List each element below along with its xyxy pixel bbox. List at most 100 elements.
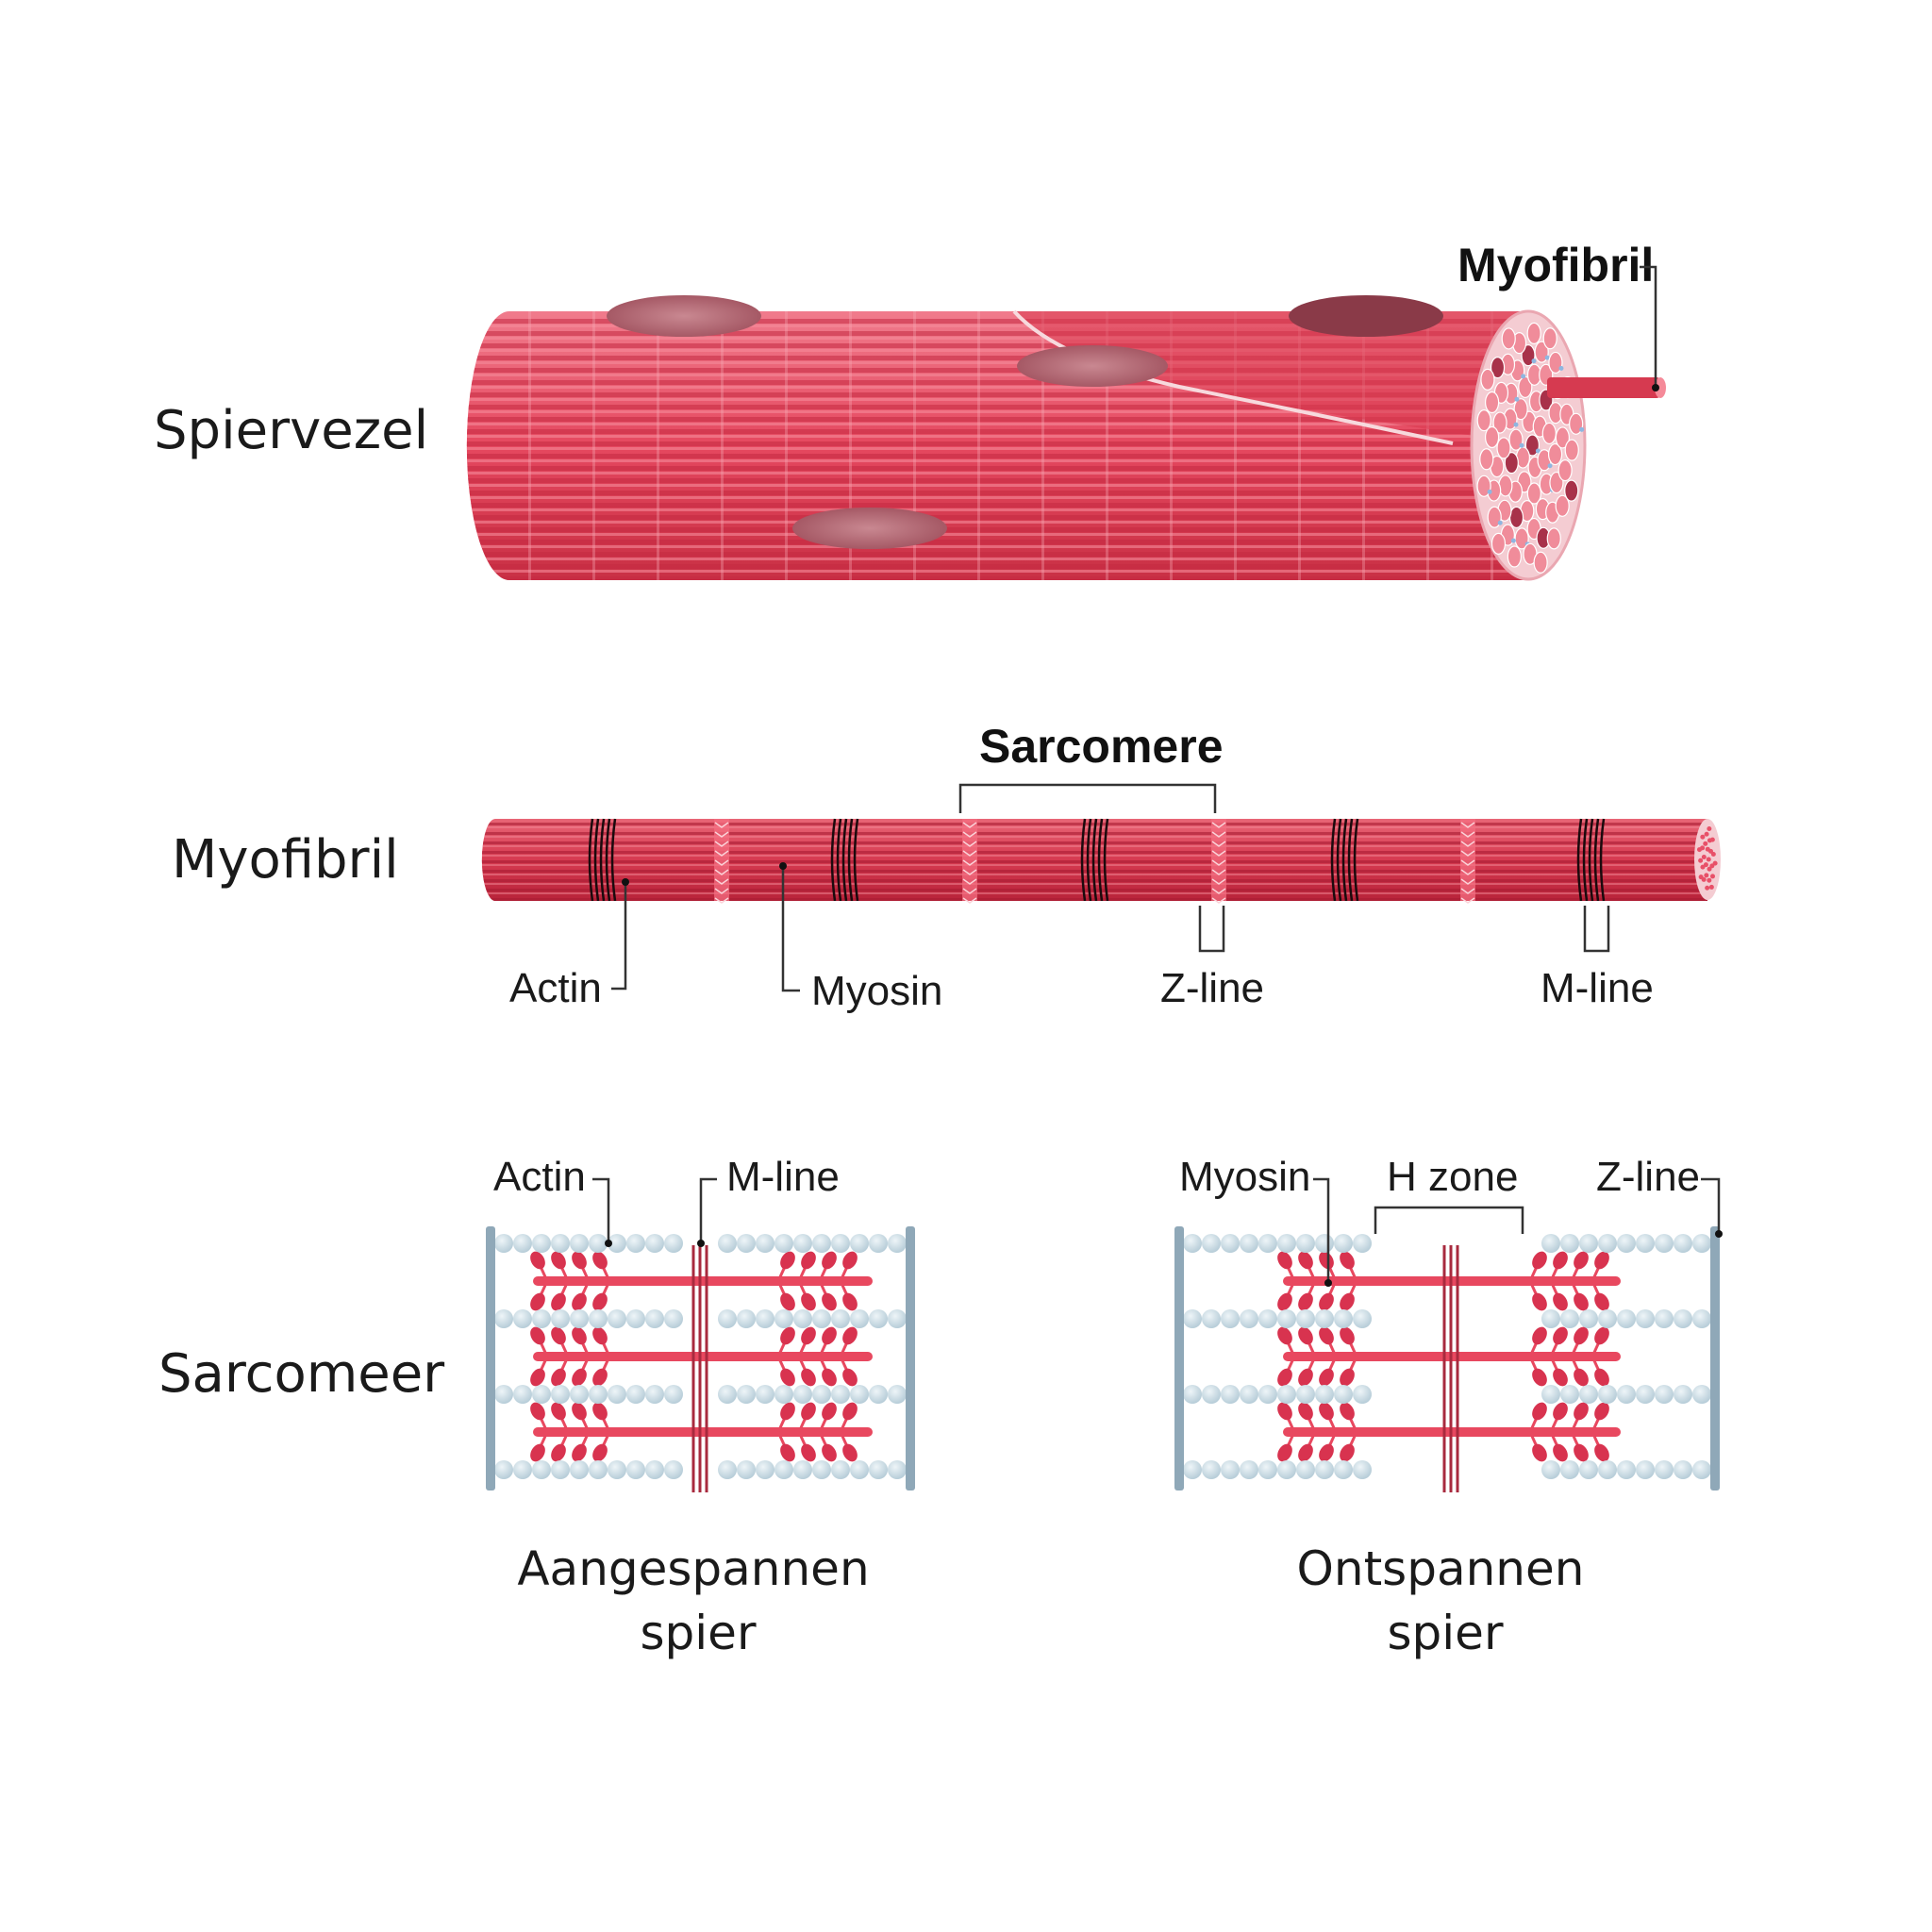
fiber-stripe-highlight <box>466 447 1528 450</box>
m-line-filament <box>1449 1245 1453 1492</box>
actin-bead <box>645 1234 664 1253</box>
actin-bead <box>1221 1234 1240 1253</box>
z-line-zigzag <box>714 850 729 857</box>
m-line-filament <box>691 1245 695 1492</box>
myosin-head <box>551 1251 566 1270</box>
actin-bead <box>718 1460 737 1479</box>
myosin-head <box>842 1402 858 1421</box>
actin-bead <box>1296 1460 1315 1479</box>
cross-section-myofibril <box>1564 479 1579 502</box>
actin-bead <box>589 1460 608 1479</box>
myosin-head <box>1319 1443 1334 1462</box>
label-fiber-myofibril: Myofibril <box>1457 239 1654 291</box>
cross-section-myofibril <box>1526 322 1541 344</box>
actin-bead <box>1636 1460 1655 1479</box>
myosin-head <box>1340 1368 1355 1387</box>
myosin-head <box>592 1443 608 1462</box>
actin-bead <box>1617 1234 1636 1253</box>
actin-bead <box>626 1309 645 1328</box>
actin-bead <box>1541 1385 1560 1404</box>
actin-bead <box>793 1460 812 1479</box>
myosin-head <box>1594 1251 1609 1270</box>
nucleus <box>1017 345 1168 387</box>
actin-bead <box>551 1460 570 1479</box>
z-line-zigzag <box>1460 850 1475 857</box>
myosin-head <box>572 1292 587 1311</box>
z-line-zigzag <box>714 831 729 838</box>
myosin-head <box>1532 1443 1547 1462</box>
myosin-head <box>1594 1292 1609 1311</box>
fiber-stripe <box>466 478 1528 483</box>
cross-section-myofibril <box>1524 434 1540 457</box>
cross-section-myofibril <box>1569 412 1584 435</box>
myosin-head <box>1319 1368 1334 1387</box>
end-face-dot <box>1701 854 1707 859</box>
myosin-head <box>551 1443 566 1462</box>
actin-bead <box>737 1309 756 1328</box>
actin-bead <box>1315 1309 1334 1328</box>
fiber-stripe-highlight <box>466 423 1528 425</box>
cross-section-myofibril <box>1564 439 1579 461</box>
caption-relaxed-line1: Ontspannen <box>1297 1541 1585 1596</box>
m-line-band <box>836 818 842 902</box>
actin-bead <box>869 1309 888 1328</box>
actin-bead <box>774 1385 793 1404</box>
cross-section-myofibril <box>1508 506 1524 529</box>
fiber-band <box>913 311 916 580</box>
cross-section-myofibril <box>1533 551 1548 574</box>
z-line-zigzag <box>962 859 977 866</box>
actin-bead <box>513 1309 532 1328</box>
z-line-band <box>714 819 729 901</box>
actin-bead <box>1674 1309 1692 1328</box>
cross-section-myofibril <box>1487 506 1502 528</box>
myosin-head <box>1574 1443 1589 1462</box>
m-line-band <box>1080 818 1087 902</box>
z-line-zigzag <box>1460 822 1475 828</box>
actin-bead <box>1541 1460 1560 1479</box>
m-line-band <box>610 818 617 902</box>
actin-bead <box>494 1385 513 1404</box>
z-line-zigzag <box>1460 869 1475 875</box>
cross-section-myofibril <box>1490 357 1506 379</box>
actin-bead <box>1692 1309 1711 1328</box>
z-line-zigzag <box>1211 869 1226 875</box>
fiber-cross-section-myofibrils <box>1476 322 1585 574</box>
m-line-band <box>1576 818 1583 902</box>
myosin-head <box>551 1326 566 1345</box>
actin-bead <box>812 1234 831 1253</box>
end-face-dot <box>1712 860 1718 866</box>
myosin-head <box>1594 1326 1609 1345</box>
z-line-zigzag <box>714 841 729 847</box>
myosin-head <box>1298 1402 1313 1421</box>
m-line-band <box>1582 818 1589 902</box>
myosin-head <box>780 1443 795 1462</box>
fiber-band <box>528 311 531 580</box>
fiber-stripe-highlight <box>466 459 1528 462</box>
m-line-filament <box>705 1245 708 1492</box>
cross-section-myofibril <box>1508 428 1524 451</box>
myosin-head <box>1298 1251 1313 1270</box>
row-title-myofibril: Myofibril <box>172 829 399 891</box>
cross-section-myofibril <box>1534 341 1549 363</box>
cross-section-dot <box>1579 426 1585 432</box>
actin-bead <box>1655 1234 1674 1253</box>
fiber-band <box>1041 311 1044 580</box>
actin-bead <box>774 1234 793 1253</box>
actin-bead <box>850 1309 869 1328</box>
filament-line <box>481 851 1707 854</box>
m-line-band <box>1347 818 1354 902</box>
fiber-stripe-highlight <box>466 435 1528 438</box>
cross-section-dot <box>1514 396 1520 402</box>
m-line-band <box>1097 818 1104 902</box>
cross-section-myofibril <box>1526 482 1541 505</box>
label-contracted-actin: Actin <box>493 1154 586 1200</box>
z-line-zigzag <box>1211 841 1226 847</box>
actin-bead <box>1277 1460 1296 1479</box>
cross-section-myofibril <box>1541 422 1557 445</box>
actin-bead <box>626 1385 645 1404</box>
myosin-head <box>1594 1368 1609 1387</box>
actin-bead <box>1636 1385 1655 1404</box>
actin-bead <box>570 1234 589 1253</box>
z-line-zigzag <box>962 888 977 894</box>
actin-bead <box>1334 1309 1353 1328</box>
